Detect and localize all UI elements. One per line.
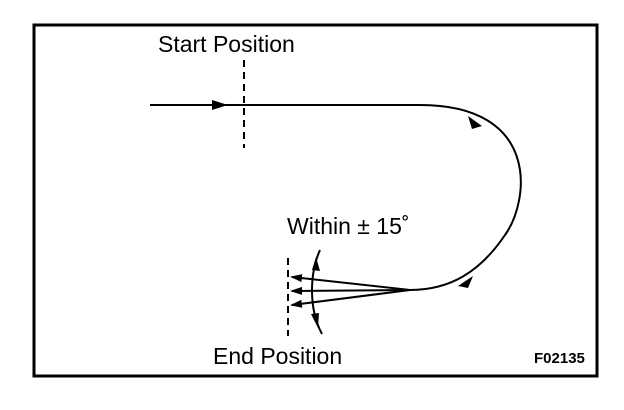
figure-border [32, 23, 599, 378]
angle-arc-arrow-bottom [311, 313, 319, 328]
end-position-label: End Position [213, 343, 343, 369]
end-arrow-upper [290, 274, 411, 291]
u-turn-path [409, 104, 522, 291]
angle-arc [311, 249, 323, 335]
entry-arrowhead [212, 100, 228, 110]
end-arrow-lower [290, 289, 411, 308]
curve-arrowhead-bottom [458, 276, 473, 288]
angle-tolerance-label: Within ± 15˚ [287, 213, 410, 239]
curve-arrowhead-top [468, 116, 482, 129]
start-position-label: Start Position [158, 31, 295, 57]
end-arrow-middle [290, 286, 411, 295]
angle-arc-arrow-top [312, 257, 320, 271]
figure-code: F02135 [534, 350, 585, 367]
